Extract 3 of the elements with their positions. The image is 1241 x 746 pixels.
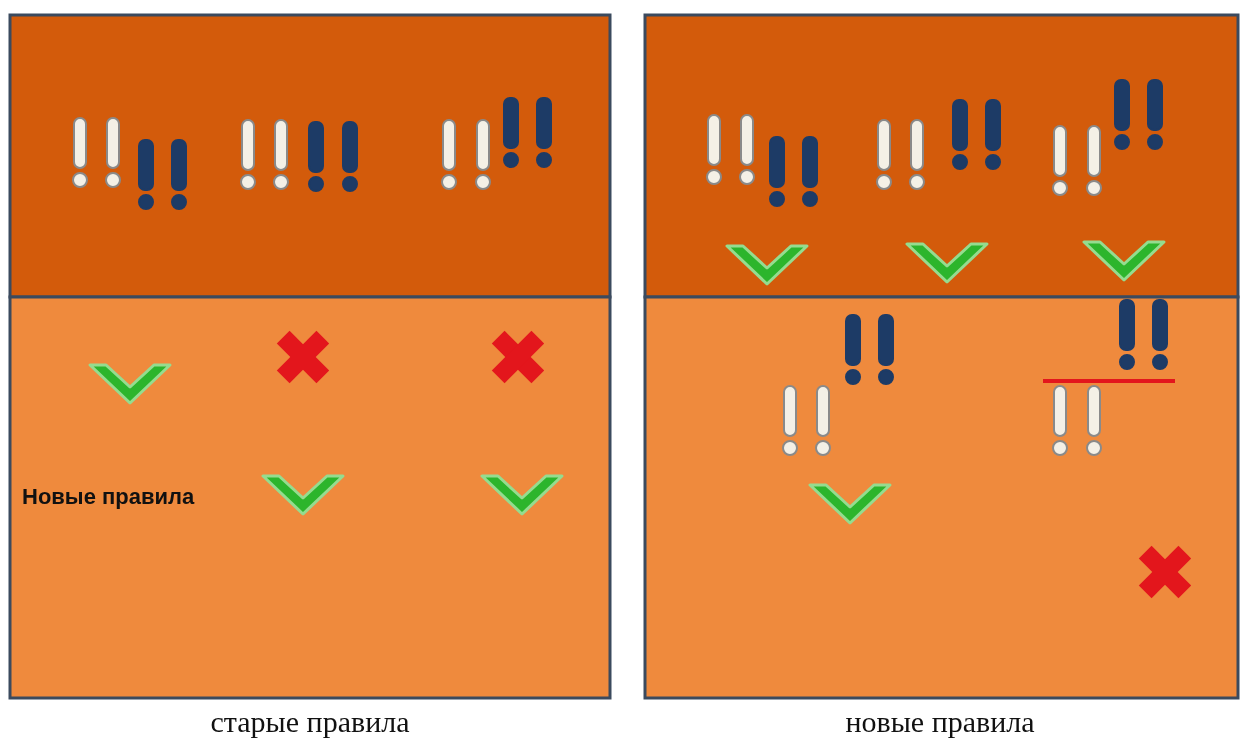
caption: новые правила (845, 705, 1035, 739)
panel-text: Новые правила (22, 484, 195, 510)
caption: старые правила (210, 705, 410, 739)
